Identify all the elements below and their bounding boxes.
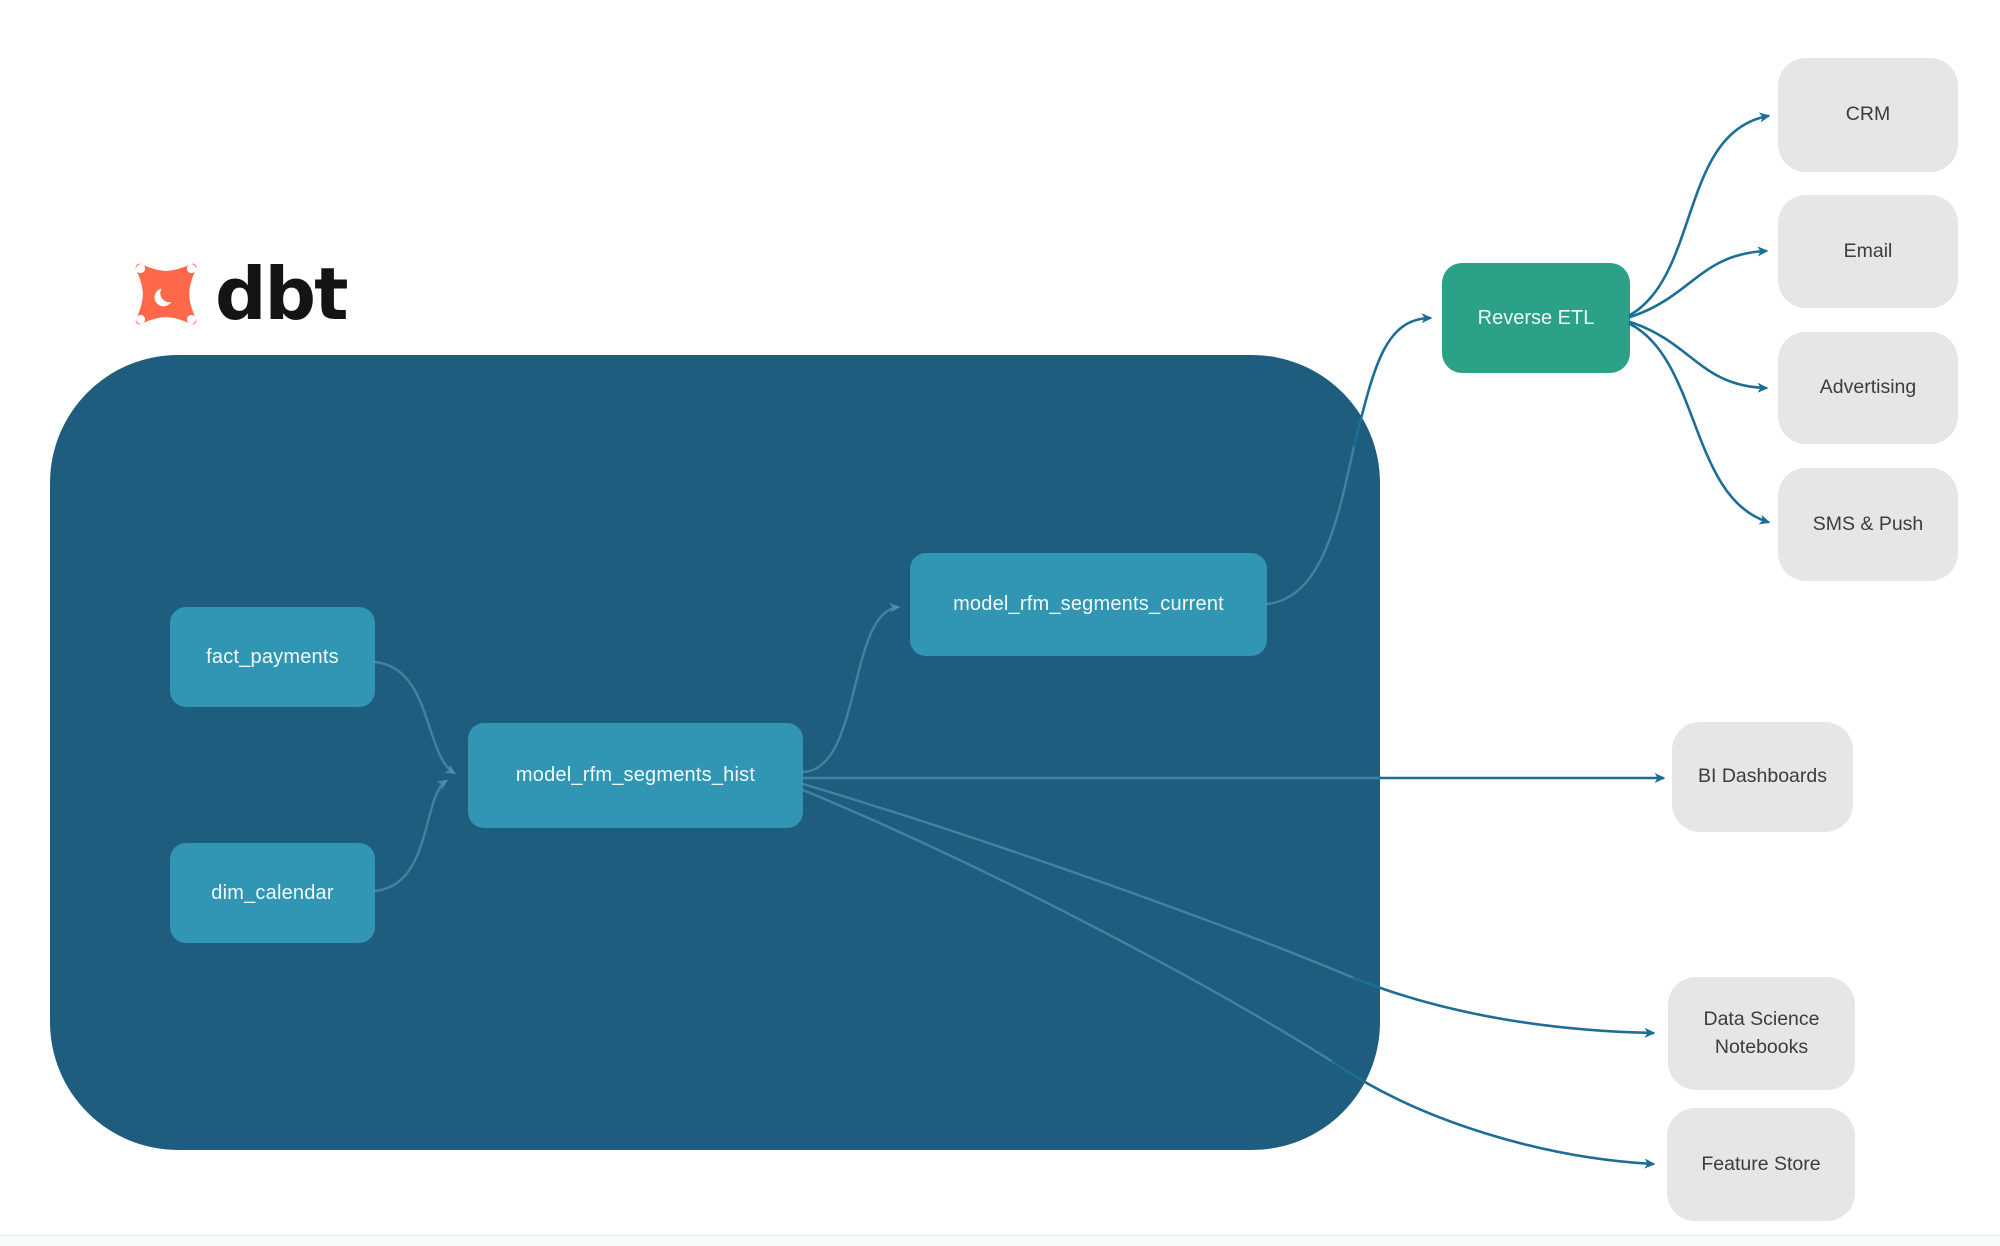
node-label: dim_calendar (211, 881, 334, 904)
node-crm: CRM (1778, 58, 1958, 172)
node-label: model_rfm_segments_current (953, 593, 1224, 615)
node-model-rfm-segments-current: model_rfm_segments_current (910, 553, 1267, 656)
node-data-science-notebooks: Data Science Notebooks (1668, 977, 1855, 1090)
node-label: SMS & Push (1812, 512, 1924, 535)
node-dim-calendar: dim_calendar (170, 843, 375, 943)
node-label: Feature Store (1701, 1152, 1821, 1175)
dbt-logo: dbt (125, 252, 348, 336)
node-label: BI Dashboards (1698, 765, 1827, 788)
node-label: Advertising (1819, 376, 1917, 399)
edge-reverse-etl-to-sms-push (1628, 322, 1771, 525)
edge-reverse-etl-to-advertising (1628, 320, 1769, 393)
node-bi-dashboards: BI Dashboards (1672, 722, 1853, 832)
node-fact-payments: fact_payments (170, 607, 375, 707)
node-label: Reverse ETL (1477, 306, 1595, 329)
dbt-fox-icon (135, 263, 197, 325)
node-model-rfm-segments-hist: model_rfm_segments_hist (468, 723, 803, 828)
node-label: Data Science Notebooks (1703, 1008, 1820, 1058)
edge-hist-to-ds-notebooks (1352, 976, 1656, 1038)
node-advertising: Advertising (1778, 332, 1958, 444)
node-label: Email (1843, 239, 1893, 262)
node-label: CRM (1845, 103, 1891, 126)
dbt-wordmark: dbt (215, 252, 348, 336)
node-sms-push: SMS & Push (1778, 468, 1958, 581)
edge-hist-to-feature-store (1331, 1060, 1656, 1169)
node-reverse-etl: Reverse ETL (1442, 263, 1630, 373)
edge-reverse-etl-to-email (1628, 246, 1769, 319)
node-feature-store: Feature Store (1667, 1108, 1855, 1221)
footer-strip (0, 1235, 2000, 1246)
node-email: Email (1778, 195, 1958, 308)
edge-reverse-etl-to-crm (1628, 112, 1771, 317)
node-label: model_rfm_segments_hist (515, 764, 756, 786)
node-label: fact_payments (206, 645, 339, 668)
